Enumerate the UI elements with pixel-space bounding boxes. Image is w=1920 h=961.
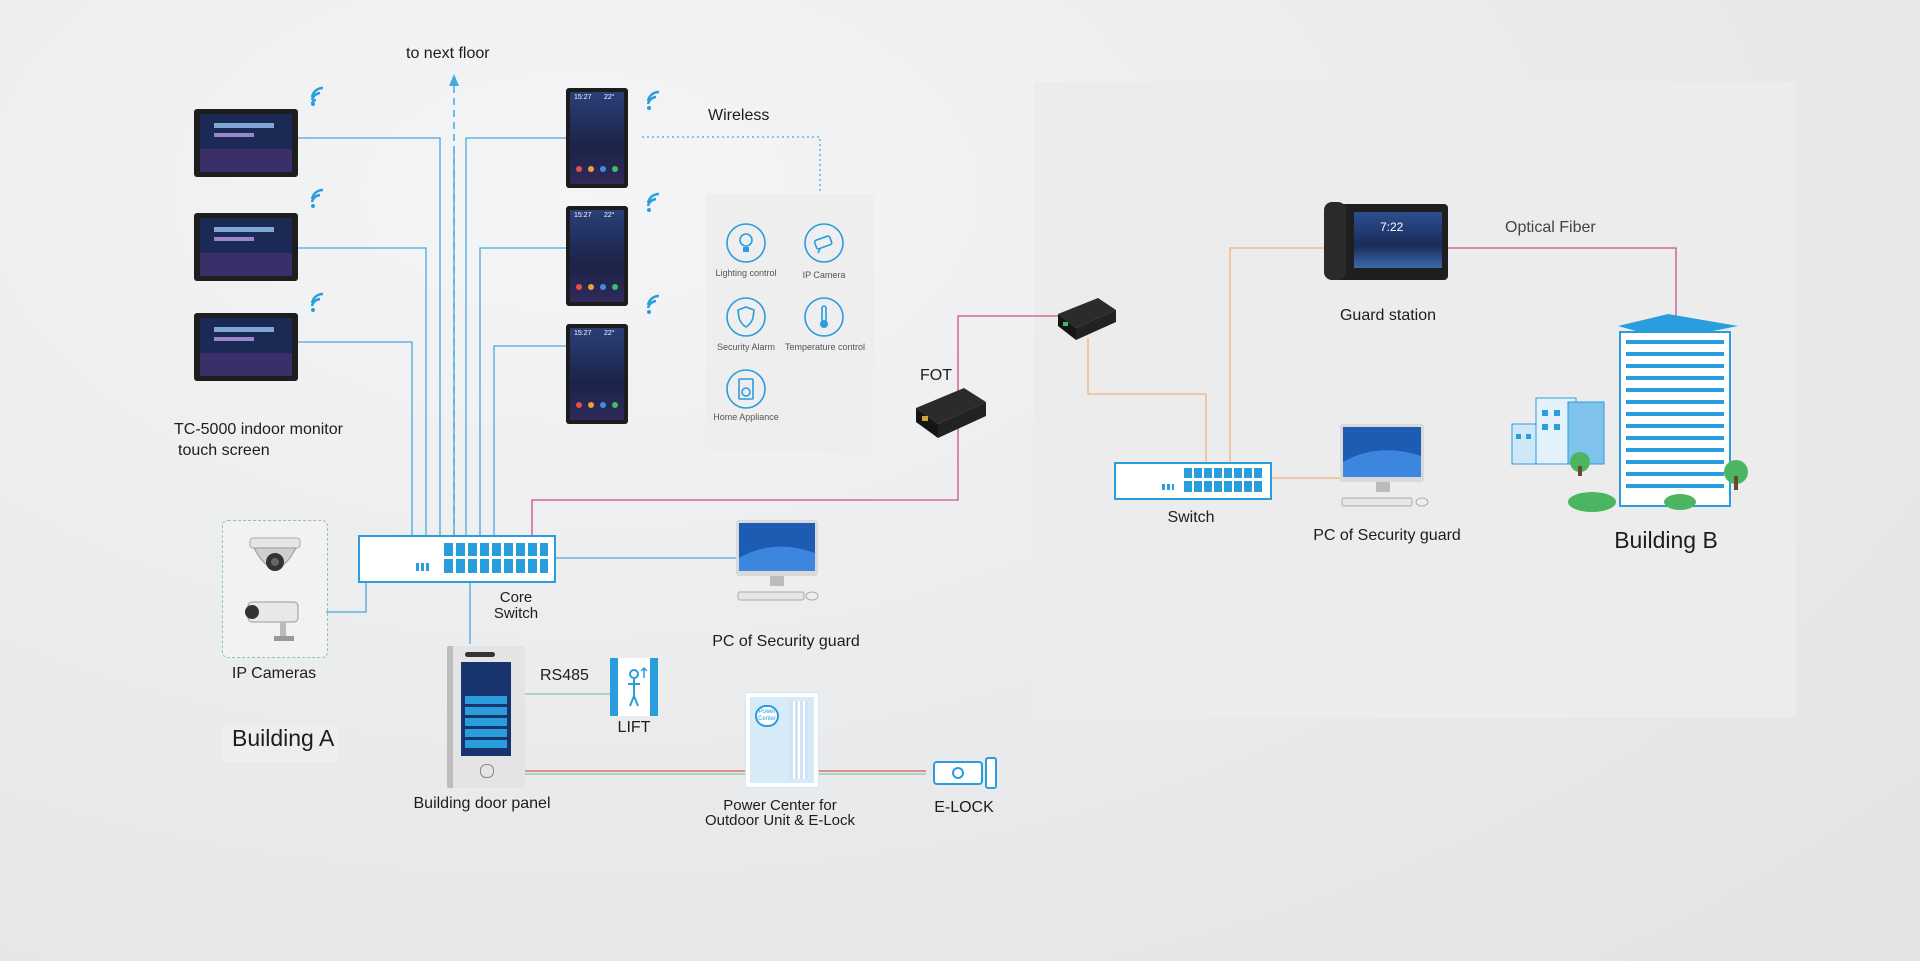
wireless-label: Wireless <box>708 107 770 124</box>
line-monitor-1 <box>296 137 441 536</box>
smart-home-box <box>706 194 874 452</box>
phone-time: 15:27 <box>574 212 592 219</box>
phone-temp: 22° <box>604 330 615 337</box>
indoor-monitor-2 <box>194 213 298 281</box>
elock-icon <box>933 757 997 789</box>
optical-fiber-label: Optical Fiber <box>1505 219 1596 236</box>
fot-label: FOT <box>920 367 952 384</box>
power-center-label-2: Outdoor Unit & E-Lock <box>704 812 856 829</box>
fot-a <box>916 388 986 438</box>
phone-temp: 22° <box>604 212 615 219</box>
indoor-phone-2: 15:27 22° <box>566 206 628 306</box>
phone-time: 15:27 <box>574 330 592 337</box>
phone-temp: 22° <box>604 94 615 101</box>
lift-label: LIFT <box>617 719 651 736</box>
camera-icon <box>804 223 844 263</box>
line-fot-a <box>531 412 959 536</box>
line-switch-guard <box>1229 247 1328 466</box>
guard-time: 7:22 <box>1380 220 1404 234</box>
bullet-camera <box>245 601 299 641</box>
indoor-phone-1: 15:27 22° <box>566 88 628 188</box>
line-phone-3 <box>493 345 566 536</box>
power-center: Power Center <box>745 692 819 788</box>
indoor-monitor-1 <box>194 109 298 177</box>
appliance-icon <box>726 369 766 409</box>
lift-icon <box>610 658 658 716</box>
wifi-icon <box>310 292 324 312</box>
thermometer-icon <box>804 297 844 337</box>
arrow-up <box>449 74 459 86</box>
core-switch-label: Core <box>499 589 533 606</box>
wifi-icon <box>310 188 324 208</box>
ip-cameras-label: IP Cameras <box>231 665 317 682</box>
building-b-label: Building B <box>1614 527 1718 553</box>
wifi-icon <box>646 192 660 212</box>
rs485-label: RS485 <box>540 667 589 684</box>
phone-time: 15:27 <box>574 94 592 101</box>
line-fot-b-switch <box>1087 338 1207 466</box>
temperature-label: Temperature control <box>784 342 866 352</box>
fot-b <box>1058 298 1116 340</box>
line-fiber <box>957 315 1062 402</box>
line-phone-1 <box>465 137 566 536</box>
bulb-icon <box>726 223 766 263</box>
power-center-badge: Power Center <box>755 705 779 727</box>
core-switch <box>358 535 556 583</box>
guard-station-label: Guard station <box>1339 307 1437 324</box>
door-panel-label: Building door panel <box>413 795 551 812</box>
to-next-floor-label: to next floor <box>406 45 490 62</box>
line-phone-2 <box>479 247 566 536</box>
wifi-icon <box>646 294 660 314</box>
core-switch-label-2: Switch <box>493 605 539 622</box>
indoor-monitor-label-2: touch screen <box>178 442 270 459</box>
line-monitor-3 <box>296 341 413 536</box>
line-wireless <box>642 136 821 192</box>
pc-security-a-label: PC of Security guard <box>712 633 860 650</box>
switch-b <box>1114 462 1272 500</box>
home-appliance-label: Home Appliance <box>713 412 779 422</box>
indoor-monitor-3 <box>194 313 298 381</box>
ip-camera-label: IP Camera <box>802 270 846 280</box>
security-alarm-label: Security Alarm <box>716 342 776 352</box>
pc-security-b-label: PC of Security guard <box>1313 527 1461 544</box>
wifi-icon <box>646 90 660 110</box>
switch-b-label: Switch <box>1167 509 1215 526</box>
building-a-box <box>222 724 338 762</box>
lighting-label: Lighting control <box>715 268 777 278</box>
building-door-panel <box>447 646 525 788</box>
line-optical-fiber <box>1448 247 1677 320</box>
wifi-icon <box>310 86 324 106</box>
line-cameras <box>326 578 367 613</box>
dome-camera <box>249 537 301 571</box>
pc-security-b <box>1340 424 1429 507</box>
indoor-monitor-label: TC-5000 indoor monitor <box>174 421 343 438</box>
indoor-phone-3: 15:27 22° <box>566 324 628 424</box>
line-monitor-2 <box>296 247 427 536</box>
building-a-label: Building A <box>232 725 335 751</box>
guard-station: 7:22 <box>1324 202 1448 280</box>
shield-icon <box>726 297 766 337</box>
power-center-label: Power Center for <box>723 797 837 814</box>
building-b-illustration <box>1511 314 1748 512</box>
elock-label: E-LOCK <box>934 799 994 816</box>
pc-security-a <box>736 520 819 601</box>
